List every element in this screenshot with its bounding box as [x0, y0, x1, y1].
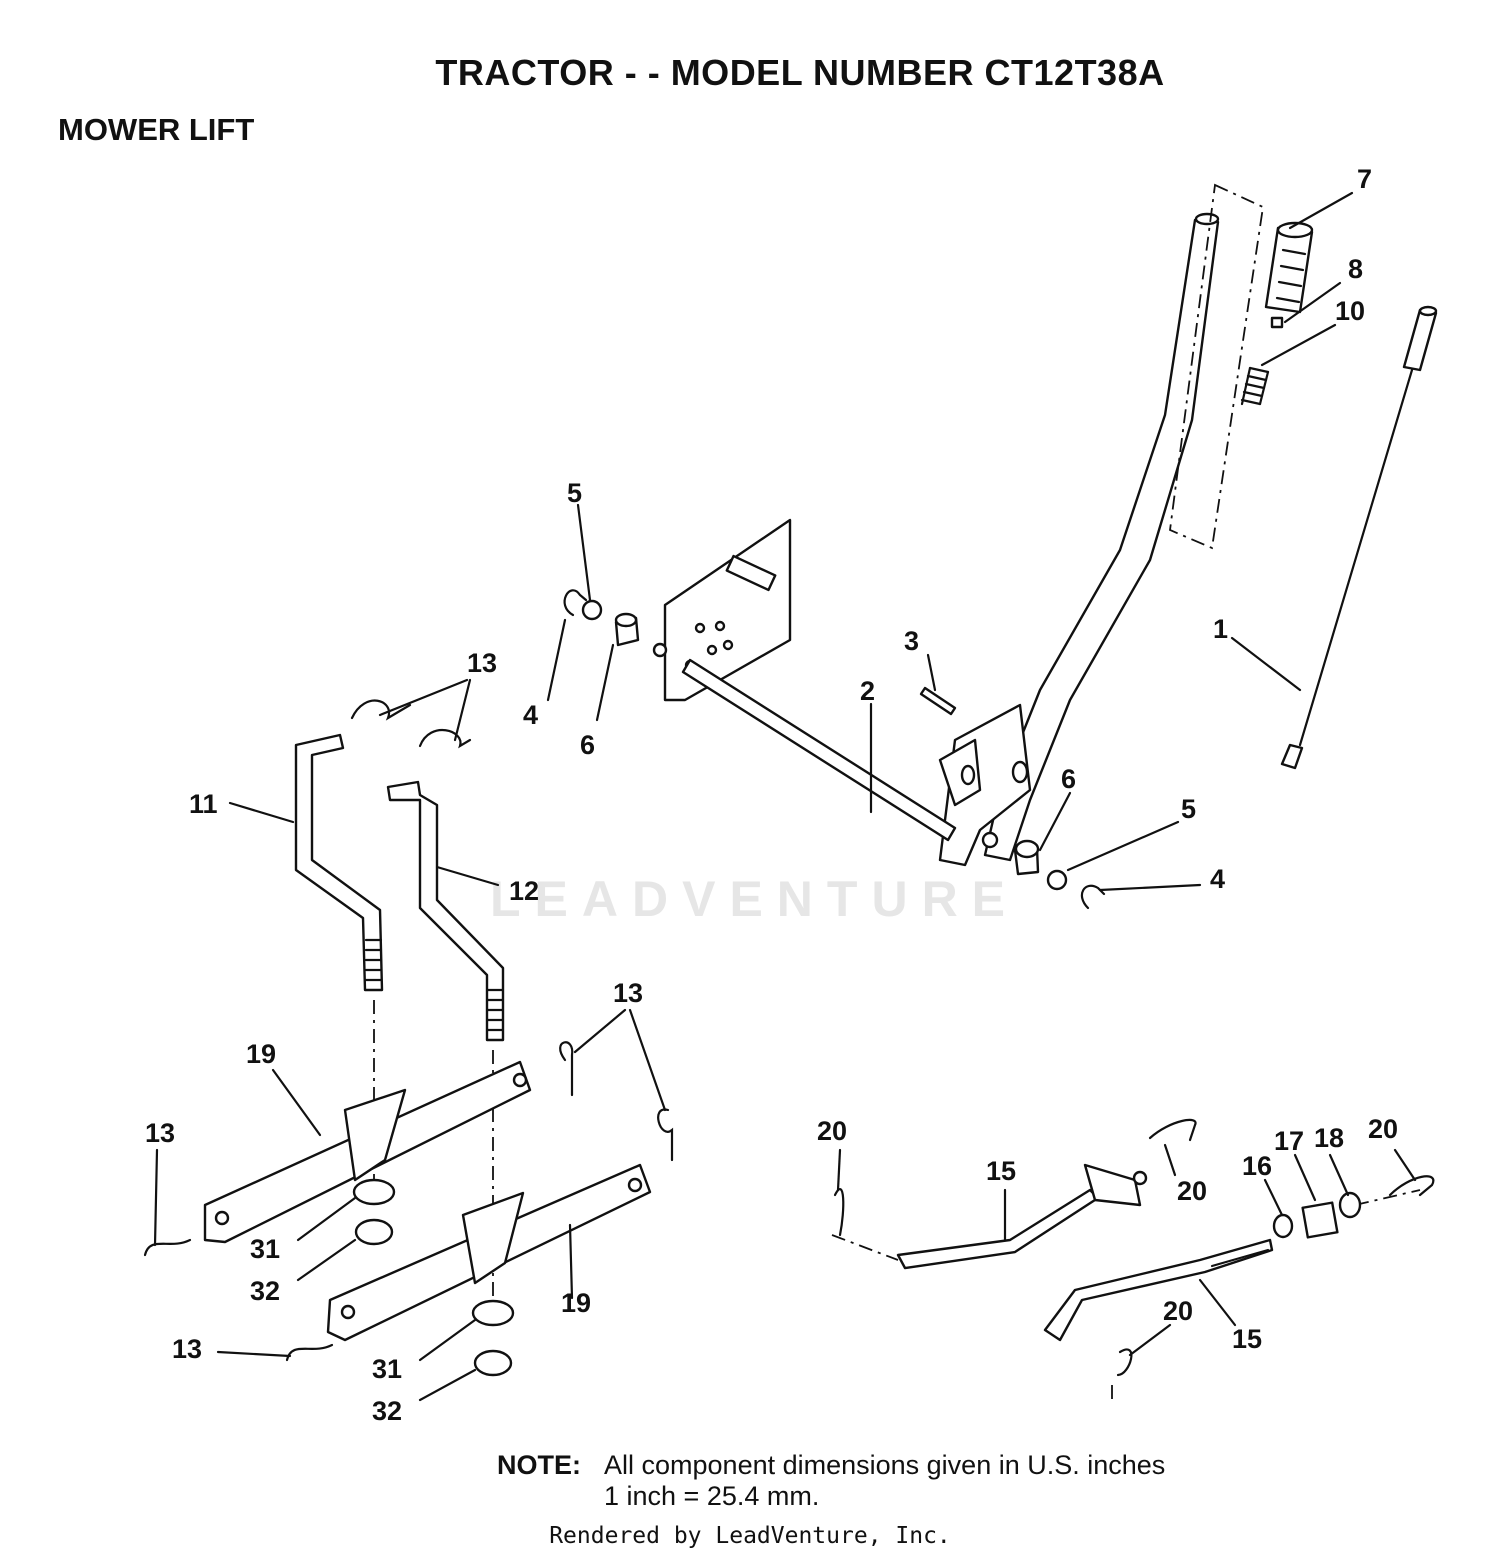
callout-17: 17	[1274, 1126, 1304, 1156]
deck-rod-upper[interactable]	[896, 1163, 1148, 1270]
callout-2: 2	[860, 676, 875, 706]
callout-12: 12	[509, 876, 539, 906]
nut-upper[interactable]	[354, 1218, 394, 1246]
callout-6-lower: 6	[1061, 764, 1076, 794]
callout-20-c: 20	[1368, 1114, 1398, 1144]
grommet-upper[interactable]	[352, 1178, 396, 1206]
page-title: TRACTOR - - MODEL NUMBER CT12T38A	[435, 52, 1165, 93]
handle-grip[interactable]	[1264, 221, 1314, 314]
hairpin-20-a[interactable]	[833, 1187, 845, 1237]
callout-18: 18	[1314, 1123, 1344, 1153]
hairpin-13-f[interactable]	[285, 1343, 334, 1362]
callout-15-lower: 15	[1232, 1324, 1262, 1354]
right-bushing[interactable]	[1013, 839, 1040, 876]
lift-arm-upper[interactable]	[203, 1060, 532, 1244]
right-washer[interactable]	[1046, 869, 1068, 891]
alignment-line-deck-left	[831, 1234, 899, 1261]
lift-link-11[interactable]	[294, 733, 384, 992]
grip-assembly-outline	[1169, 183, 1264, 550]
trunnion-17[interactable]	[1301, 1201, 1339, 1239]
lift-rod[interactable]	[1280, 305, 1438, 770]
note-label: NOTE:	[497, 1450, 581, 1480]
lift-arm-lower[interactable]	[326, 1163, 652, 1342]
button[interactable]	[1270, 316, 1284, 329]
callout-1: 1	[1213, 614, 1228, 644]
deck-rod-lower[interactable]	[1043, 1238, 1274, 1342]
callout-8: 8	[1348, 254, 1363, 284]
callout-15-upper: 15	[986, 1156, 1016, 1186]
hairpin-20-b[interactable]	[1148, 1118, 1197, 1142]
left-hairpin-clip[interactable]	[563, 589, 588, 617]
hairpin-13-c[interactable]	[559, 1041, 574, 1097]
callout-20-d: 20	[1163, 1296, 1193, 1326]
hairpin-20-d[interactable]	[1116, 1348, 1133, 1377]
callout-7: 7	[1357, 164, 1372, 194]
nut-lower[interactable]	[473, 1349, 513, 1377]
washer-16[interactable]	[1272, 1213, 1294, 1239]
callout-19-upper: 19	[246, 1039, 276, 1069]
roll-pin[interactable]	[919, 686, 957, 716]
callout-20-b: 20	[1177, 1176, 1207, 1206]
callouts: 7 8 10 1 2 3 5 4 6 6 5 4 13 11 12 13 19 …	[145, 164, 1398, 1426]
watermark: LEADVENTURE	[490, 871, 1020, 927]
hairpin-13-a[interactable]	[350, 699, 412, 721]
hairpin-20-c[interactable]	[1388, 1175, 1435, 1197]
alignment-line-deck-right	[1354, 1189, 1421, 1206]
callout-6-upper: 6	[580, 730, 595, 760]
note-line-1: All component dimensions given in U.S. i…	[604, 1450, 1166, 1480]
right-hairpin-clip[interactable]	[1080, 884, 1106, 910]
lift-shaft[interactable]	[681, 658, 957, 842]
hairpin-13-e[interactable]	[143, 1238, 192, 1257]
leader-lines	[153, 191, 1417, 1402]
callout-20-a: 20	[817, 1116, 847, 1146]
callout-4-lower: 4	[1210, 864, 1225, 894]
callout-10: 10	[1335, 296, 1365, 326]
pivot-plate	[663, 518, 792, 702]
callout-4-upper: 4	[523, 700, 538, 730]
section-title: MOWER LIFT	[58, 112, 255, 147]
spring[interactable]	[1240, 366, 1270, 406]
callout-13-d: 13	[172, 1334, 202, 1364]
callout-31-upper: 31	[250, 1234, 280, 1264]
callout-31-lower: 31	[372, 1354, 402, 1384]
callout-5-lower: 5	[1181, 794, 1196, 824]
callout-3: 3	[904, 626, 919, 656]
ferrule-18[interactable]	[1338, 1191, 1362, 1219]
grommet-lower[interactable]	[471, 1299, 515, 1327]
left-bushing[interactable]	[614, 612, 640, 647]
shaft-end	[981, 831, 999, 849]
left-washer[interactable]	[581, 599, 603, 621]
hairpin-13-d[interactable]	[657, 1108, 674, 1162]
callout-13-c: 13	[145, 1118, 175, 1148]
callout-13-a: 13	[467, 648, 497, 678]
callout-32-upper: 32	[250, 1276, 280, 1306]
lift-lever[interactable]	[938, 212, 1220, 867]
lift-link-12[interactable]	[386, 780, 505, 1042]
pin-end	[652, 642, 668, 658]
callout-32-lower: 32	[372, 1396, 402, 1426]
note-line-2: 1 inch = 25.4 mm.	[604, 1481, 820, 1511]
footer-credit: Rendered by LeadVenture, Inc.	[549, 1523, 951, 1549]
hairpin-13-b[interactable]	[418, 729, 472, 749]
callout-16: 16	[1242, 1151, 1272, 1181]
callout-13-b: 13	[613, 978, 643, 1008]
callout-11: 11	[189, 789, 218, 819]
callout-5-upper: 5	[567, 478, 582, 508]
callout-19-lower: 19	[561, 1288, 591, 1318]
